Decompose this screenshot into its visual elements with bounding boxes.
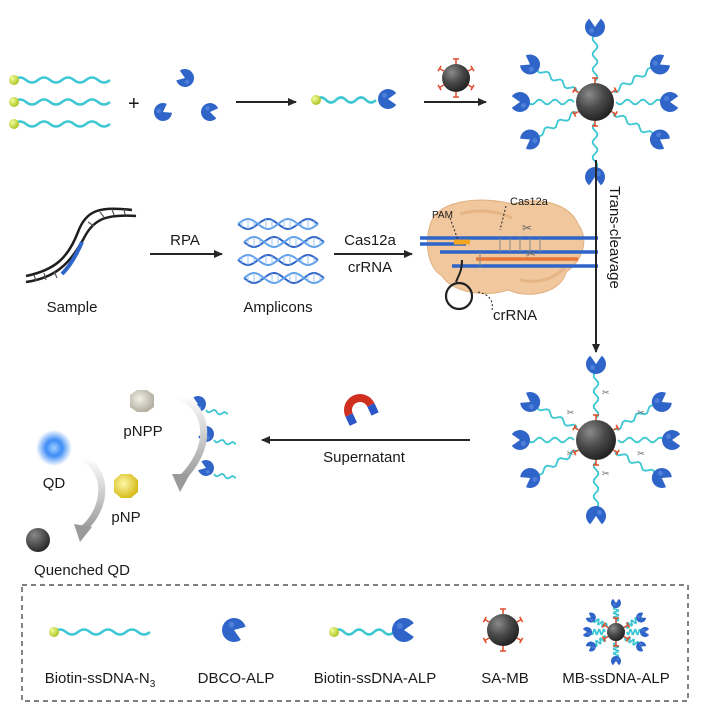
svg-text:✂: ✂ <box>526 247 536 261</box>
cas12a-protein-label: Cas12a <box>510 196 549 208</box>
alp-enzyme <box>154 103 172 121</box>
alp-enzyme <box>586 355 606 374</box>
legend-icon-dbco-alp <box>222 618 246 642</box>
alp-enzyme <box>520 129 541 150</box>
alp-enzyme <box>611 598 621 608</box>
scissors-icon: ✂ <box>637 408 645 418</box>
pnpp-to-pnp-conversion-arrow <box>174 391 208 484</box>
alp-enzyme <box>520 392 541 412</box>
mb-ssdna-alp-complex-cleaved: ✂ ✂ ✂ ✂ ✂ ✂ <box>511 355 681 525</box>
scissors-icon: ✂ <box>602 469 610 479</box>
rpa-label: RPA <box>170 232 200 249</box>
sample-dna <box>25 207 137 284</box>
legend-icon-mb-ssdna-alp <box>582 598 650 666</box>
scissors-icon: ✂ <box>567 448 575 458</box>
alp-enzyme <box>520 468 541 488</box>
sample-label: Sample <box>47 299 98 316</box>
alp-enzyme <box>585 641 596 652</box>
legend-label-sa-mb: SA-MB <box>481 670 529 687</box>
amplicons <box>237 217 325 285</box>
alp-enzyme <box>636 641 647 652</box>
alp-enzyme <box>586 506 606 525</box>
alp-enzyme <box>651 468 672 488</box>
alp-enzyme <box>660 92 679 112</box>
quenched-qd-particle <box>26 528 50 552</box>
scissors-icon: ✂ <box>602 387 610 397</box>
alp-enzyme <box>649 129 670 150</box>
legend-label-dbco-alp: DBCO-ALP <box>198 670 275 687</box>
alp-enzyme <box>585 18 605 37</box>
sa-mb-bead <box>572 414 620 466</box>
legend-label-mb-ssdna-alp: MB-ssDNA-ALP <box>562 670 670 687</box>
biotin-ssdna-alp-conjugate <box>311 89 397 109</box>
cas12a-complex: ✂ ✂ <box>420 199 598 311</box>
scissors-icon: ✂ <box>637 448 645 458</box>
pnp-molecule <box>114 474 138 498</box>
alp-enzyme <box>511 92 530 112</box>
pam-label: PAM <box>432 210 453 221</box>
dbco-alp-enzymes <box>154 69 219 121</box>
qd-particle <box>36 430 72 466</box>
alp-enzyme <box>611 656 621 666</box>
alp-enzyme <box>222 618 246 642</box>
alp-enzyme <box>201 103 219 121</box>
pnpp-molecule <box>130 390 154 412</box>
alp-enzyme <box>640 627 650 637</box>
cas12a-reagent-label: Cas12a <box>344 232 396 249</box>
alp-enzyme <box>511 430 530 450</box>
alp-enzyme <box>585 612 596 623</box>
sa-mb-bead <box>601 617 631 647</box>
alp-enzyme <box>582 627 592 637</box>
alp-enzyme <box>378 89 397 109</box>
supernatant-label: Supernatant <box>323 449 406 466</box>
crrna-reagent-label: crRNA <box>348 259 392 276</box>
alp-enzyme <box>520 54 541 75</box>
amplicons-label: Amplicons <box>243 299 312 316</box>
alp-enzyme <box>636 612 647 623</box>
alp-enzyme <box>391 618 414 642</box>
legend-label-biotin-ssdna-n3: Biotin-ssDNA-N3 <box>45 670 156 690</box>
crrna-strand-label: crRNA <box>493 307 537 324</box>
legend-icon-biotin-ssdna-n3 <box>49 627 151 637</box>
alp-enzyme <box>198 460 214 476</box>
legend-label-biotin-ssdna-alp: Biotin-ssDNA-ALP <box>314 670 437 687</box>
pnp-label: pNP <box>111 509 140 526</box>
alp-enzyme <box>662 430 681 450</box>
svg-text:✂: ✂ <box>522 221 532 235</box>
qd-label: QD <box>43 475 66 492</box>
alp-enzyme <box>649 54 670 75</box>
scissors-icon: ✂ <box>567 408 575 418</box>
mb-ssdna-alp-complex-top <box>511 18 679 186</box>
legend-icon-biotin-ssdna-alp <box>329 618 414 642</box>
sa-mb-bead-top <box>437 58 475 98</box>
legend-box <box>21 584 689 702</box>
sa-mb-bead <box>437 58 475 98</box>
alp-enzyme <box>176 69 194 87</box>
trans-cleavage-label: Trans-cleavage <box>606 186 623 289</box>
alp-enzyme <box>651 392 672 412</box>
pnpp-label: pNPP <box>123 423 162 440</box>
biotin-ssdna-strands <box>9 75 111 129</box>
quenched-qd-label: Quenched QD <box>34 562 130 579</box>
plus-sign: + <box>128 93 140 115</box>
magnet-icon <box>344 394 379 426</box>
sa-mb-bead <box>482 608 524 652</box>
sa-mb-bead <box>572 77 618 127</box>
qd-quenching-arrow <box>78 454 106 534</box>
legend-icon-sa-mb <box>482 608 524 652</box>
